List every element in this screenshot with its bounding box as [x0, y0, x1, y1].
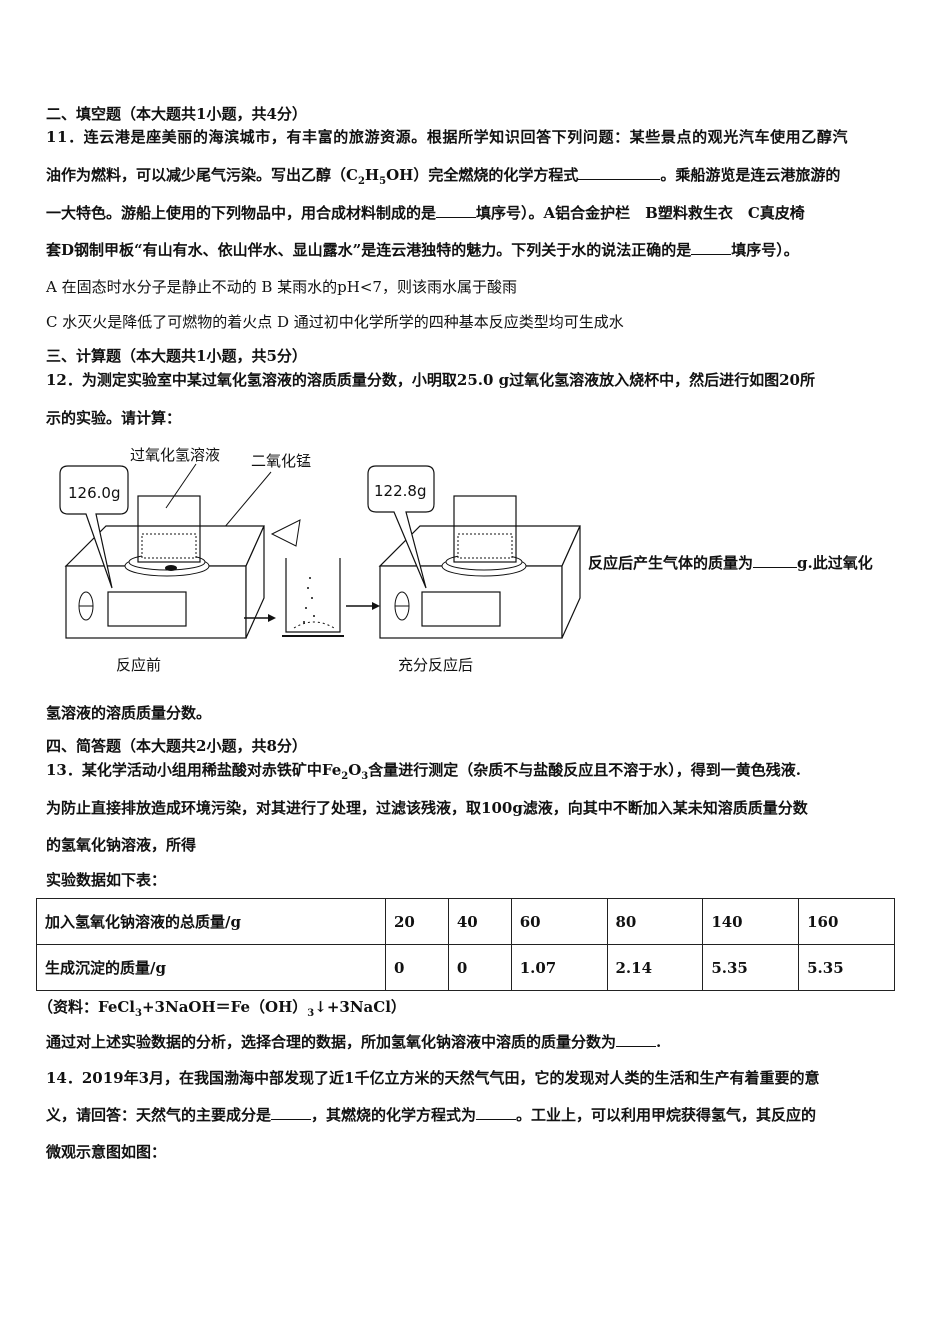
- section-3-title: 三、计算题（本大题共1小题，共5分）: [46, 347, 307, 365]
- table-cell: 40: [447, 898, 512, 945]
- table-row-header: 生成沉淀的质量/g: [36, 944, 386, 991]
- q12-line-1: 12．为测定实验室中某过氧化氢溶液的溶质质量分数，小明取25.0 g过氧化氢溶液…: [46, 371, 815, 389]
- q12-line-3: 氢溶液的溶质质量分数。: [46, 704, 212, 722]
- answer-blank[interactable]: [476, 1105, 517, 1120]
- beaker-reaction: [270, 519, 344, 637]
- section-2-title: 二、填空题（本大题共1小题，共4分）: [46, 105, 307, 123]
- q11-line-3: 一大特色。游船上使用的下列物品中，用合成材料制成的是填序号）。A铝合金护栏 B塑…: [46, 203, 805, 222]
- q13-reference: （资料：FeCl3+3NaOH＝Fe（OH）3↓+3NaCl）: [38, 998, 406, 1019]
- table-cell: 1.07: [510, 944, 608, 991]
- experiment-figure: 过氧化氢溶液 二氧化锰 126.0g 反应前: [59, 446, 581, 674]
- reading-after: 122.8g: [374, 482, 426, 500]
- table-cell: 60: [510, 898, 608, 945]
- answer-blank[interactable]: [271, 1105, 312, 1120]
- q13-line-2: 为防止直接排放造成环境污染，对其进行了处理，过滤该残液，取100g滤液，向其中不…: [46, 799, 808, 817]
- answer-blank[interactable]: [578, 165, 661, 180]
- table-row: 生成沉淀的质量/g 0 0 1.07 2.14 5.35 5.35: [36, 944, 895, 991]
- q14-line-3: 微观示意图如图：: [46, 1143, 167, 1161]
- q13-line-4: 实验数据如下表：: [46, 871, 167, 889]
- q11-line-1: 11．连云港是座美丽的海滨城市，有丰富的旅游资源。根据所学知识回答下列问题：某些…: [46, 128, 849, 146]
- q11-line-2: 油作为燃料，可以减少尾气污染。写出乙醇（C2H5OH）完全燃烧的化学方程式。乘船…: [46, 165, 841, 187]
- section-4-title: 四、简答题（本大题共2小题，共8分）: [46, 737, 307, 755]
- table-cell: 0: [447, 944, 512, 991]
- q11-line-4: 套D钢制甲板“有山有水、依山伴水、显山露水”是连云港独特的魅力。下列关于水的说法…: [46, 240, 799, 259]
- table-row: 加入氢氧化钠溶液的总质量/g 20 40 60 80 140 160: [36, 898, 895, 945]
- table-cell: 0: [385, 944, 449, 991]
- balance-after: 122.8g: [367, 465, 581, 639]
- reading-before: 126.0g: [68, 484, 120, 502]
- answer-blank[interactable]: [753, 553, 798, 568]
- table-row-header: 加入氢氧化钠溶液的总质量/g: [36, 898, 386, 945]
- caption-after: 充分反应后: [398, 656, 473, 674]
- answer-blank[interactable]: [436, 203, 477, 218]
- table-cell: 2.14: [606, 944, 704, 991]
- q11-options-ab: A 在固态时水分子是静止不动的 B 某雨水的pH<7，则该雨水属于酸雨: [46, 278, 517, 296]
- caption-before: 反应前: [116, 656, 161, 674]
- balance-before: 126.0g: [59, 465, 265, 639]
- table-cell: 80: [606, 898, 704, 945]
- q14-line-1: 14．2019年3月，在我国渤海中部发现了近1千亿立方米的天然气气田，它的发现对…: [46, 1069, 820, 1087]
- table-cell: 20: [385, 898, 449, 945]
- label-manganese-dioxide: 二氧化锰: [251, 452, 311, 470]
- table-cell: 5.35: [702, 944, 800, 991]
- q12-line-2: 示的实验。请计算：: [46, 409, 182, 427]
- answer-blank[interactable]: [691, 240, 732, 255]
- label-hydrogen-peroxide: 过氧化氢溶液: [130, 446, 220, 464]
- answer-blank[interactable]: [616, 1032, 657, 1047]
- q13-line-3: 的氢氧化钠溶液，所得: [46, 836, 197, 854]
- q11-options-cd: C 水灭火是降低了可燃物的着火点 D 通过初中化学所学的四种基本反应类型均可生成…: [46, 313, 624, 331]
- q13-line-1: 13．某化学活动小组用稀盐酸对赤铁矿中Fe2O3含量进行测定（杂质不与盐酸反应且…: [46, 761, 801, 782]
- q14-line-2: 义，请回答：天然气的主要成分是，其燃烧的化学方程式为。工业上，可以利用甲烷获得氢…: [46, 1105, 817, 1124]
- experiment-data-table: 加入氢氧化钠溶液的总质量/g 20 40 60 80 140 160 生成沉淀的…: [36, 898, 895, 991]
- table-cell: 140: [702, 898, 800, 945]
- table-cell: 160: [798, 898, 895, 945]
- q13-line-5: 通过对上述实验数据的分析，选择合理的数据，所加氢氧化钠溶液中溶质的质量分数为.: [46, 1032, 662, 1051]
- table-cell: 5.35: [798, 944, 895, 991]
